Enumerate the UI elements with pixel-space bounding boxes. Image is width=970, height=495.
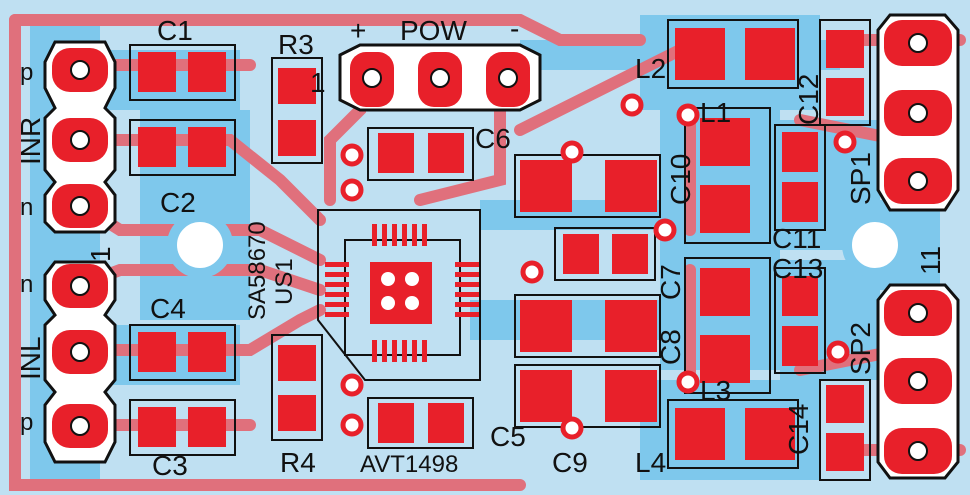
label-right-pin1: 11 [915,246,946,275]
label-left-pin1: 1 [85,246,116,262]
label-pin-n-bottom: n [20,271,33,298]
mounting-hole-right [842,212,908,278]
label-r4: R4 [280,447,316,478]
header-pow [338,43,542,112]
label-c7: C7 [655,264,686,300]
label-c13: C13 [772,253,823,284]
label-c6: C6 [475,123,511,154]
label-pin-p-top: p [20,59,33,86]
label-pin-n-top: n [20,194,33,221]
label-c1: C1 [157,15,193,46]
ic-us1 [325,224,479,362]
label-l3: L3 [700,375,731,406]
label-pin-p-bottom: p [20,409,33,436]
label-pow-pin1: 1 [310,67,326,98]
mounting-hole-left [167,212,233,278]
label-c2: C2 [160,187,196,218]
silkscreen-labels: C1 C2 C3 C4 C5 C6 C9 C11 C13 R3 R4 L2 L1… [15,13,946,481]
label-l2: L2 [635,53,666,84]
label-c3: C3 [152,450,188,481]
label-minus: - [510,13,519,44]
label-l1: L1 [700,97,731,128]
label-sp1: SP1 [845,152,876,205]
smd-pads [138,28,864,471]
label-plus: + [350,15,366,46]
label-c4: C4 [150,293,186,324]
label-inl: INL [15,336,46,380]
label-c14: C14 [783,404,814,455]
label-c11: C11 [772,223,821,254]
header-inr [43,40,117,234]
label-board-id: AVT1498 [360,451,458,478]
label-c8: C8 [655,329,686,365]
header-inl [43,260,117,464]
header-sp1 [876,13,960,212]
label-sp2: SP2 [845,322,876,375]
label-ic-part: SA58670 [244,221,271,320]
vias [340,93,857,440]
label-c10: C10 [665,154,696,205]
label-ic-ref: US1 [271,258,298,305]
label-inr: INR [15,117,46,165]
label-c5: C5 [490,421,526,452]
header-sp2 [876,283,960,480]
label-c12: C12 [793,74,824,125]
label-c9: C9 [552,447,588,478]
component-outlines [129,19,871,481]
label-l4: L4 [635,447,666,478]
label-r3: R3 [278,29,314,60]
label-pow: POW [400,15,467,46]
